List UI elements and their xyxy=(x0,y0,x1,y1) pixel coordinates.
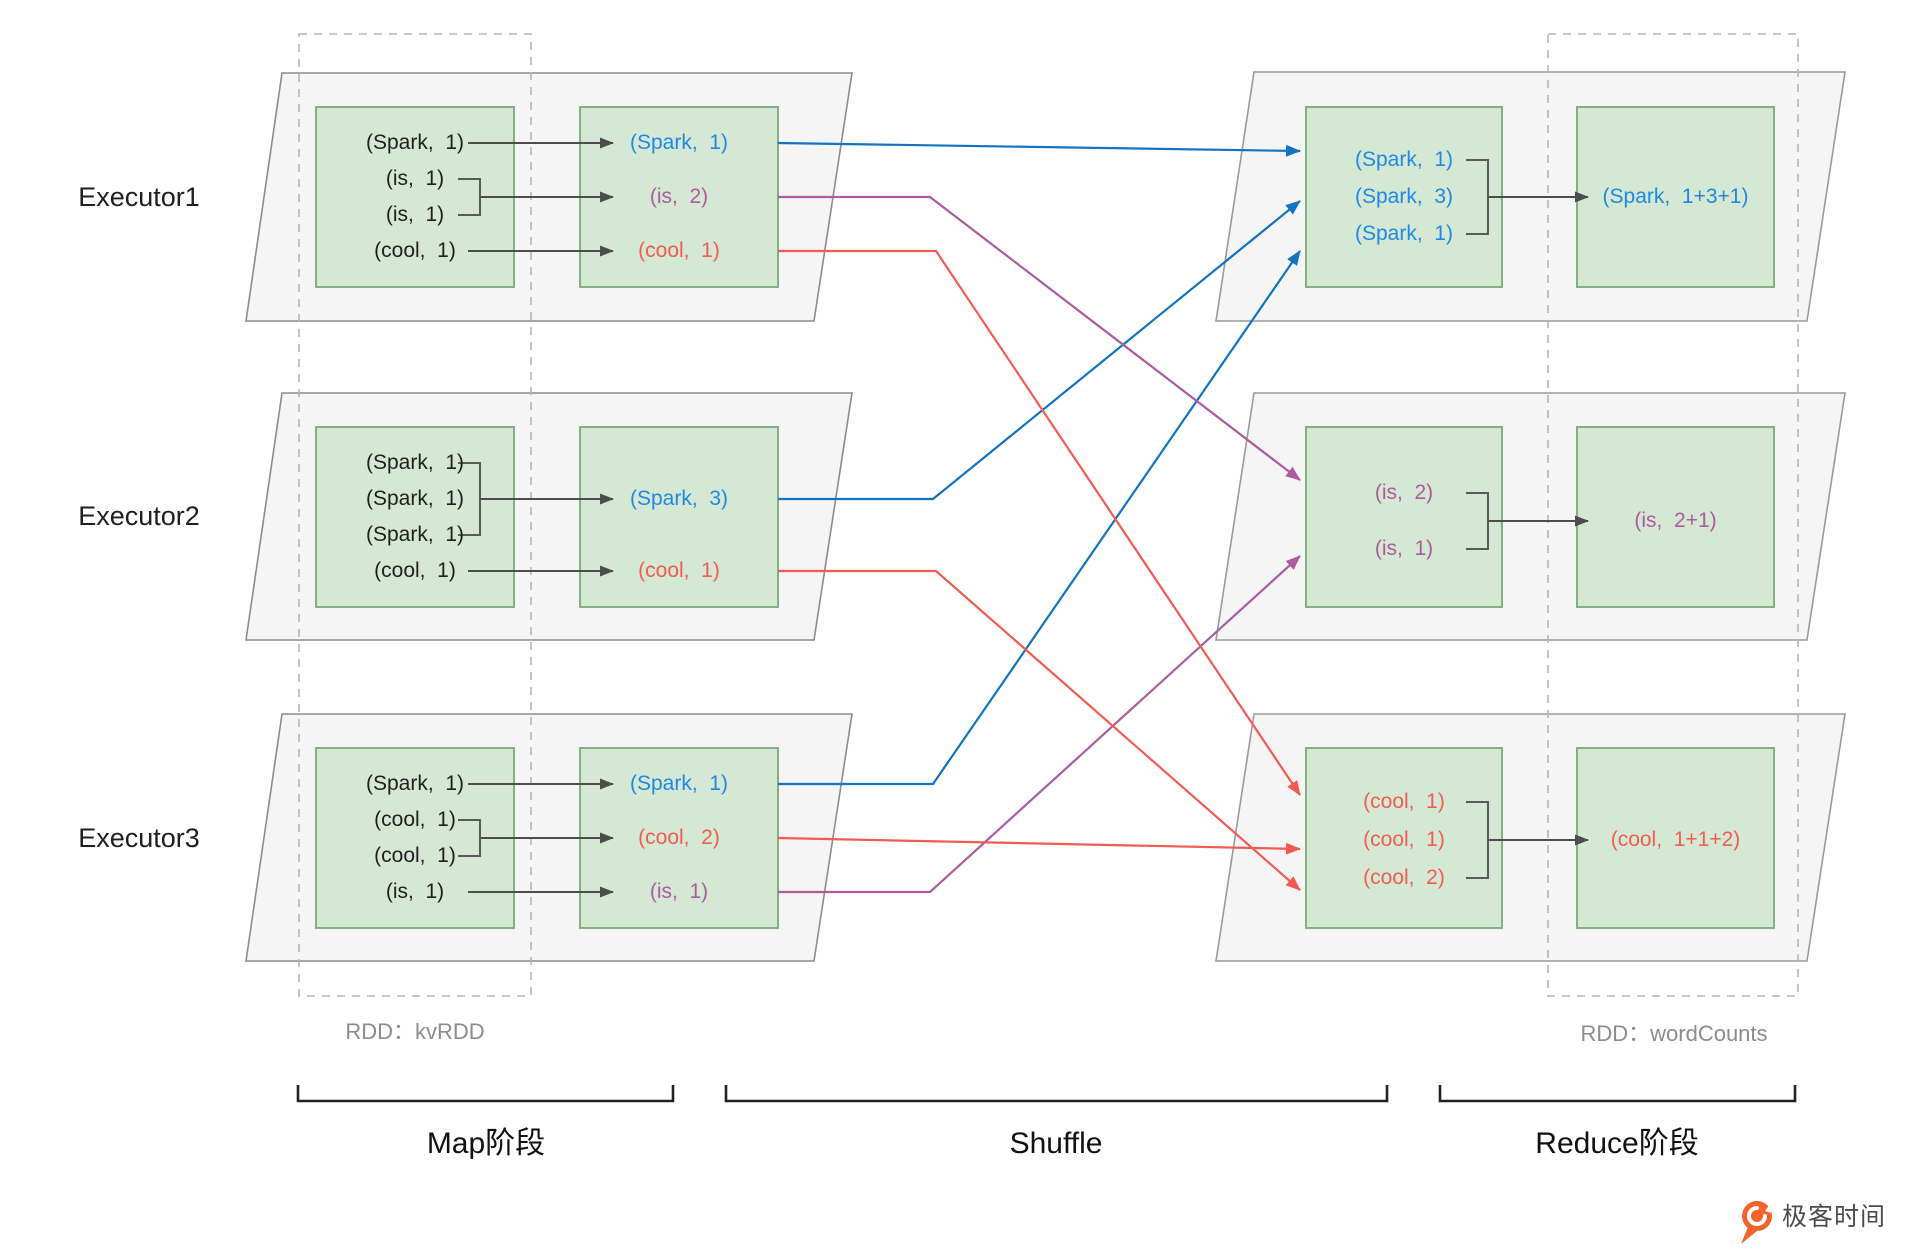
e2-input-tuple: (Spark, 1) xyxy=(365,451,465,474)
rdd-wordcounts-dashed-outline xyxy=(1547,33,1799,997)
e3-input-tuple: (is, 1) xyxy=(385,880,445,903)
executor3-label: Executor3 xyxy=(78,823,200,853)
e1-input-tuple: (is, 1) xyxy=(385,203,445,226)
e3-output-tuple: (Spark, 1) xyxy=(629,772,729,795)
executor1-label: Executor1 xyxy=(78,182,200,212)
reducer3-output-box xyxy=(1576,747,1775,929)
executor2-output-box xyxy=(579,426,779,608)
shuffle-stage-label: Shuffle xyxy=(1009,1127,1103,1160)
r2-input-tuple: (is, 1) xyxy=(1374,537,1434,560)
map-stage-brace xyxy=(296,1085,675,1103)
e1-output-tuple: (Spark, 1) xyxy=(629,131,729,154)
e3-input-tuple: (cool, 1) xyxy=(374,844,456,867)
r1-output-tuple: (Spark, 1+3+1) xyxy=(1602,185,1749,208)
shuffle-line-spark-e3 xyxy=(778,250,1301,786)
geektime-logo-icon xyxy=(1741,1201,1772,1244)
geektime-logo-text: 极客时间 xyxy=(1782,1203,1887,1231)
e3-input-tuple: (Spark, 1) xyxy=(365,772,465,795)
e2-output-tuple: (Spark, 3) xyxy=(629,487,729,510)
reducer2-input-box xyxy=(1305,426,1503,608)
r3-output-tuple: (cool, 1+1+2) xyxy=(1610,828,1741,851)
e3-output-tuple: (is, 1) xyxy=(649,880,709,903)
e2-input-tuple: (Spark, 1) xyxy=(365,487,465,510)
r2-input-tuple: (is, 2) xyxy=(1374,481,1434,504)
reduce-stage-brace xyxy=(1438,1085,1797,1103)
rdd-kvrdd-label: RDD：kvRDD xyxy=(345,1019,485,1044)
shuffle-line-cool-e2 xyxy=(778,569,1301,891)
shuffle-line-is-e3 xyxy=(778,555,1301,894)
r1-input-tuple: (Spark, 3) xyxy=(1354,185,1454,208)
e2-output-tuple: (cool, 1) xyxy=(638,559,720,582)
reduce-stage-label: Reduce阶段 xyxy=(1535,1127,1699,1160)
r3-input-tuple: (cool, 1) xyxy=(1363,790,1445,813)
e1-input-tuple: (is, 1) xyxy=(385,167,445,190)
map-stage-label: Map阶段 xyxy=(426,1127,546,1160)
shuffle-line-cool-e1 xyxy=(778,249,1301,796)
r3-input-tuple: (cool, 2) xyxy=(1363,866,1445,889)
rdd-kvrdd-dashed-outline xyxy=(298,33,532,997)
e3-output-tuple: (cool, 2) xyxy=(638,826,720,849)
e1-output-tuple: (is, 2) xyxy=(649,185,709,208)
reducer1-input-box xyxy=(1305,106,1503,288)
shuffle-line-spark-e2 xyxy=(778,200,1301,501)
e2-input-tuple: (Spark, 1) xyxy=(365,523,465,546)
e1-input-tuple: (cool, 1) xyxy=(374,239,456,262)
r3-input-tuple: (cool, 1) xyxy=(1363,828,1445,851)
r2-output-tuple: (is, 2+1) xyxy=(1634,509,1717,532)
e1-input-tuple: (Spark, 1) xyxy=(365,131,465,154)
executor2-label: Executor2 xyxy=(78,501,200,531)
rdd-wordcounts-label: RDD：wordCounts xyxy=(1580,1021,1768,1046)
e1-output-tuple: (cool, 1) xyxy=(638,239,720,262)
r1-input-tuple: (Spark, 1) xyxy=(1354,222,1454,245)
shuffle-line-spark-e1 xyxy=(777,141,1301,157)
reducer1-output-box xyxy=(1576,106,1775,288)
reducer3-input-box xyxy=(1305,747,1503,929)
shuffle-line-cool-e3 xyxy=(777,836,1301,855)
shuffle-line-is-e1 xyxy=(778,195,1301,481)
e3-input-tuple: (cool, 1) xyxy=(374,808,456,831)
r1-input-tuple: (Spark, 1) xyxy=(1354,148,1454,171)
shuffle-stage-brace xyxy=(724,1085,1389,1103)
e2-input-tuple: (cool, 1) xyxy=(374,559,456,582)
